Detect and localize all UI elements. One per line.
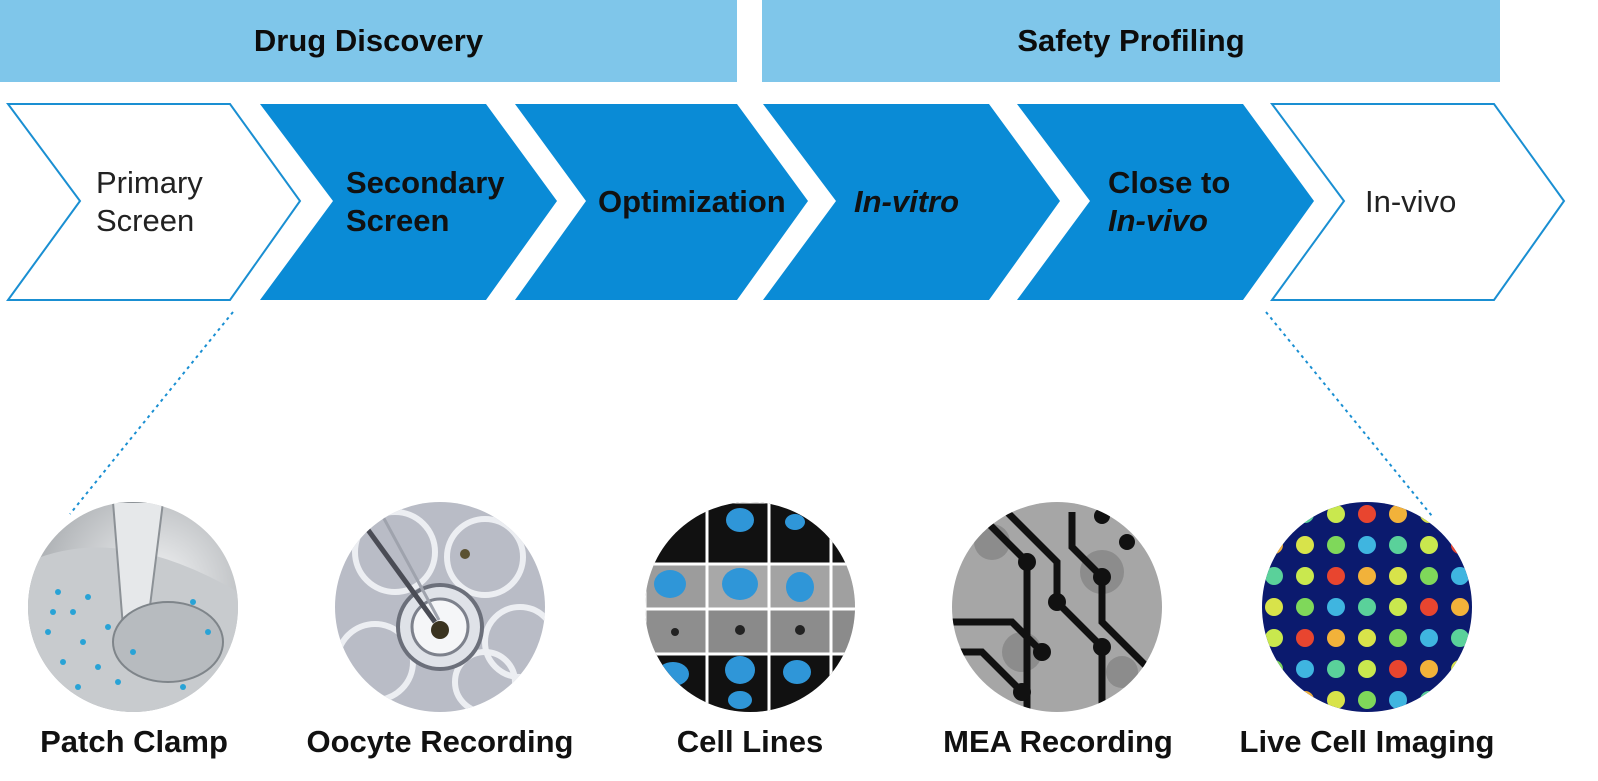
imaging-well (1389, 660, 1407, 678)
imaging-well (1358, 691, 1376, 709)
imaging-well (1327, 598, 1345, 616)
imaging-well (1358, 629, 1376, 647)
caption-oocyte-recording: Oocyte Recording (306, 724, 574, 759)
step-label-optimization: Optimization (598, 184, 786, 219)
imaging-well (1327, 505, 1345, 523)
imaging-well (1451, 567, 1469, 585)
chevron-secondary-screen (260, 104, 557, 300)
imaging-well (1327, 536, 1345, 554)
step-label-in-vitro: In-vitro (854, 184, 960, 219)
imaging-well (1420, 660, 1438, 678)
imaging-well (1327, 629, 1345, 647)
imaging-well (1296, 660, 1314, 678)
caption-cell-lines: Cell Lines (676, 724, 824, 759)
live-cell-imaging-image (1262, 502, 1472, 712)
imaging-well (1420, 629, 1438, 647)
chevron-primary-screen (6, 103, 302, 301)
chevron-in-vivo (1270, 103, 1566, 301)
imaging-well (1451, 629, 1469, 647)
caption-live-cell-imaging: Live Cell Imaging (1239, 724, 1495, 759)
cell-lines-image (645, 502, 855, 712)
imaging-well (1358, 567, 1376, 585)
oocyte-recording-image (335, 502, 545, 712)
phase-band-safety-profiling: Safety Profiling (762, 0, 1500, 82)
imaging-well (1358, 598, 1376, 616)
imaging-well (1296, 598, 1314, 616)
imaging-well (1420, 567, 1438, 585)
imaging-well (1296, 567, 1314, 585)
leader-line-left (69, 311, 234, 515)
step-label-in-vivo: In-vivo (1365, 184, 1457, 219)
phase-label-drug-discovery: Drug Discovery (253, 23, 484, 58)
imaging-well (1420, 598, 1438, 616)
imaging-well (1389, 536, 1407, 554)
chevron-close-to-in-vivo (1017, 104, 1314, 300)
imaging-well (1420, 536, 1438, 554)
imaging-well (1327, 660, 1345, 678)
imaging-well (1389, 691, 1407, 709)
leader-line-right (1265, 311, 1433, 517)
imaging-well (1327, 567, 1345, 585)
caption-mea-recording: MEA Recording (943, 724, 1173, 759)
imaging-well (1389, 567, 1407, 585)
imaging-well (1389, 505, 1407, 523)
phase-label-safety-profiling: Safety Profiling (1017, 23, 1245, 58)
imaging-well (1358, 660, 1376, 678)
imaging-well (1358, 505, 1376, 523)
chevron-in-vitro (763, 104, 1060, 300)
patch-clamp-image (28, 502, 238, 712)
imaging-well (1327, 691, 1345, 709)
mea-recording-image (952, 502, 1162, 712)
imaging-well (1265, 629, 1283, 647)
imaging-well (1265, 598, 1283, 616)
phase-band-drug-discovery: Drug Discovery (0, 0, 737, 82)
imaging-well (1296, 629, 1314, 647)
imaging-well (1389, 629, 1407, 647)
imaging-well (1265, 567, 1283, 585)
caption-patch-clamp: Patch Clamp (40, 724, 228, 759)
imaging-well (1389, 598, 1407, 616)
imaging-well (1358, 536, 1376, 554)
chevron-optimization (515, 104, 808, 300)
imaging-well (1296, 536, 1314, 554)
imaging-well (1451, 598, 1469, 616)
